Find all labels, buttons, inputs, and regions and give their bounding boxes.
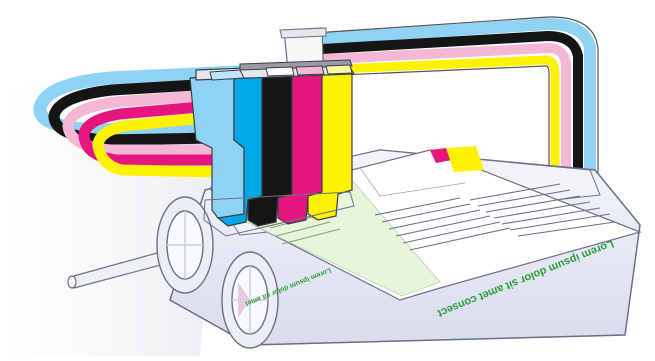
print-carriage bbox=[189, 27, 356, 237]
carriage-base bbox=[203, 191, 355, 237]
ink-tubes bbox=[33, 16, 599, 196]
tube-yellow bbox=[92, 104, 286, 178]
yellow-swatch bbox=[446, 146, 484, 172]
roller-shaft bbox=[67, 249, 173, 289]
magenta-swatch bbox=[430, 148, 452, 163]
paper-body-text bbox=[374, 183, 616, 251]
rollers bbox=[156, 196, 279, 349]
